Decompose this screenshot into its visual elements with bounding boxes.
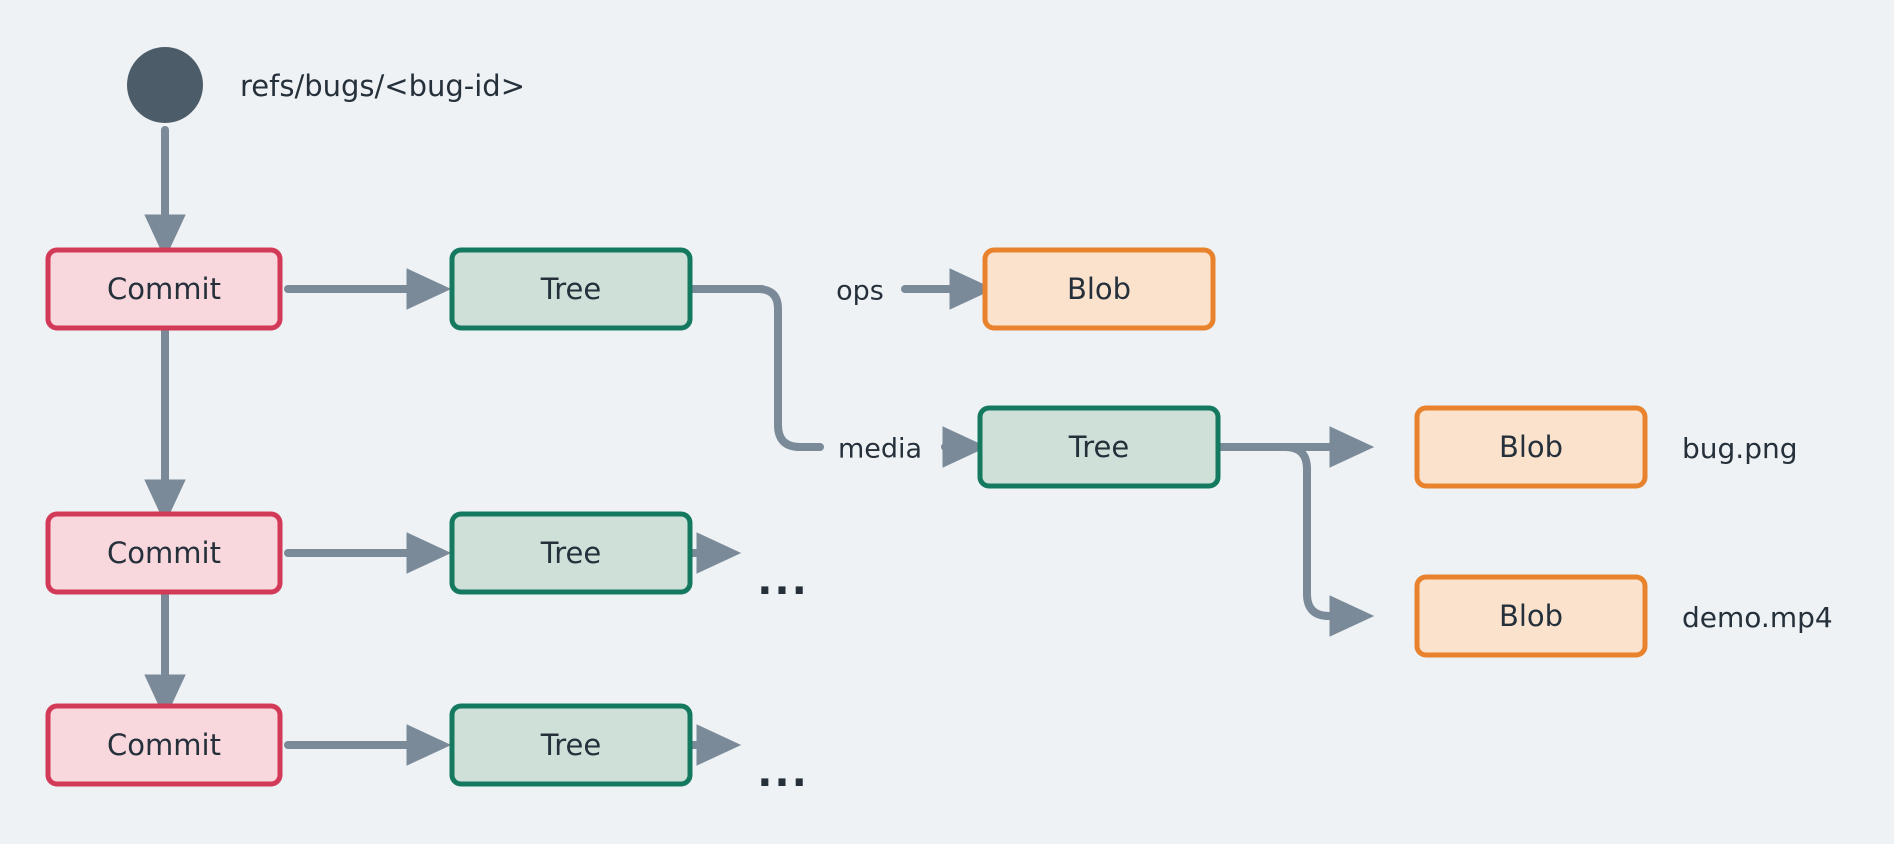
- tree-4-label: Tree: [1068, 430, 1129, 464]
- node-tree-4-media[interactable]: Tree: [977, 405, 1221, 489]
- blob-2-label: Blob: [1499, 430, 1563, 464]
- tree-4-box[interactable]: [977, 405, 1221, 489]
- node-tree-2[interactable]: Tree: [449, 511, 693, 595]
- edge-label-ops: ops: [836, 276, 884, 307]
- commit-3-box[interactable]: [45, 703, 283, 787]
- blob-3-label: Blob: [1499, 599, 1563, 633]
- commit-1-box[interactable]: [45, 247, 283, 331]
- node-tree-1[interactable]: Tree: [449, 247, 693, 331]
- blob-3-filename: demo.mp4: [1682, 601, 1833, 634]
- node-blob-demomp4[interactable]: Blob demo.mp4: [1414, 574, 1833, 658]
- tree-2-label: Tree: [540, 536, 601, 570]
- node-blob-ops[interactable]: Blob: [982, 247, 1216, 331]
- tree-3-box[interactable]: [449, 703, 693, 787]
- blob-1-label: Blob: [1067, 272, 1131, 306]
- edge-tree4-to-blob-demomp4: [1214, 443, 1375, 637]
- blob-1-box[interactable]: [982, 247, 1216, 331]
- blob-2-filename: bug.png: [1682, 432, 1798, 465]
- ellipsis-tree3: ...: [757, 750, 809, 796]
- commit-3-label: Commit: [107, 728, 221, 762]
- ellipsis-tree2: ...: [757, 558, 809, 604]
- edge-label-media: media: [838, 434, 922, 465]
- commit-1-label: Commit: [107, 272, 221, 306]
- node-commit-1[interactable]: Commit: [45, 247, 283, 331]
- node-tree-3[interactable]: Tree: [449, 703, 693, 787]
- ref-root-node[interactable]: [127, 47, 203, 123]
- tree-1-box[interactable]: [449, 247, 693, 331]
- commit-2-label: Commit: [107, 536, 221, 570]
- edge-tree1-to-media-elbow: [686, 285, 824, 451]
- node-commit-2[interactable]: Commit: [45, 511, 283, 595]
- tree-1-label: Tree: [540, 272, 601, 306]
- node-commit-3[interactable]: Commit: [45, 703, 283, 787]
- tree-2-box[interactable]: [449, 511, 693, 595]
- blob-3-box[interactable]: [1414, 574, 1648, 658]
- ref-root-label: refs/bugs/<bug-id>: [240, 69, 525, 103]
- tree-3-label: Tree: [540, 728, 601, 762]
- commit-2-box[interactable]: [45, 511, 283, 595]
- blob-2-box[interactable]: [1414, 405, 1648, 489]
- node-blob-bugpng[interactable]: Blob bug.png: [1414, 405, 1798, 489]
